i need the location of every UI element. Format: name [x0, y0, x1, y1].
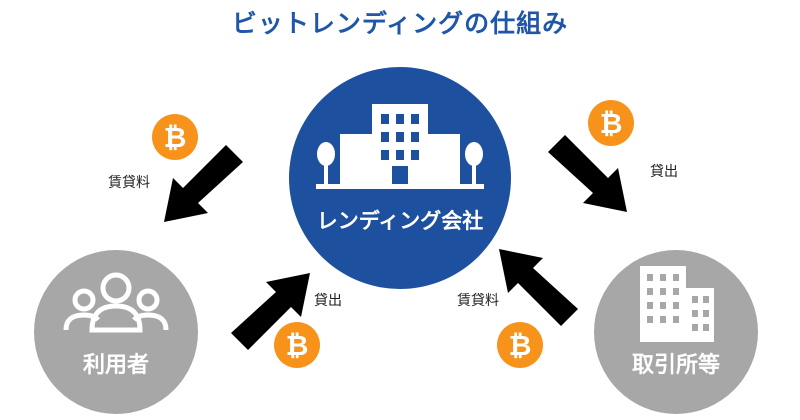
left-node-label: 利用者: [83, 353, 149, 378]
arrow-center-to-right: [548, 135, 627, 212]
bitcoin-coin-icon: ₿: [588, 100, 634, 146]
svg-text:₿: ₿: [164, 121, 187, 154]
users-group-icon: [63, 272, 169, 333]
svg-text:₿: ₿: [509, 329, 532, 362]
svg-text:₿: ₿: [600, 107, 623, 140]
right-node: 取引所等: [594, 250, 758, 414]
flow-label-right-to-center: 賃貸料: [457, 293, 499, 309]
city-buildings-icon: [640, 266, 714, 342]
flow-label-center-to-right: 貸出: [650, 164, 678, 180]
diagram-title: ビットレンディングの仕組み: [231, 9, 569, 38]
office-building-icon: [316, 104, 484, 189]
center-node: レンディング会社: [289, 67, 511, 289]
arrow-right-to-center: [499, 249, 578, 326]
flow-label-left-to-center: 貸出: [314, 293, 342, 309]
right-node-label: 取引所等: [632, 352, 720, 378]
bitcoin-coin-icon: ₿: [152, 114, 198, 160]
arrow-center-to-left: [164, 145, 243, 222]
bitcoin-coin-icon: ₿: [497, 322, 543, 368]
center-node-label: レンディング会社: [317, 209, 484, 233]
flow-label-center-to-left: 賃貸料: [108, 175, 150, 191]
left-node: 利用者: [34, 250, 198, 414]
arrow-left-to-center: [231, 273, 310, 350]
svg-text:₿: ₿: [286, 329, 309, 362]
bitcoin-coin-icon: ₿: [274, 322, 320, 368]
